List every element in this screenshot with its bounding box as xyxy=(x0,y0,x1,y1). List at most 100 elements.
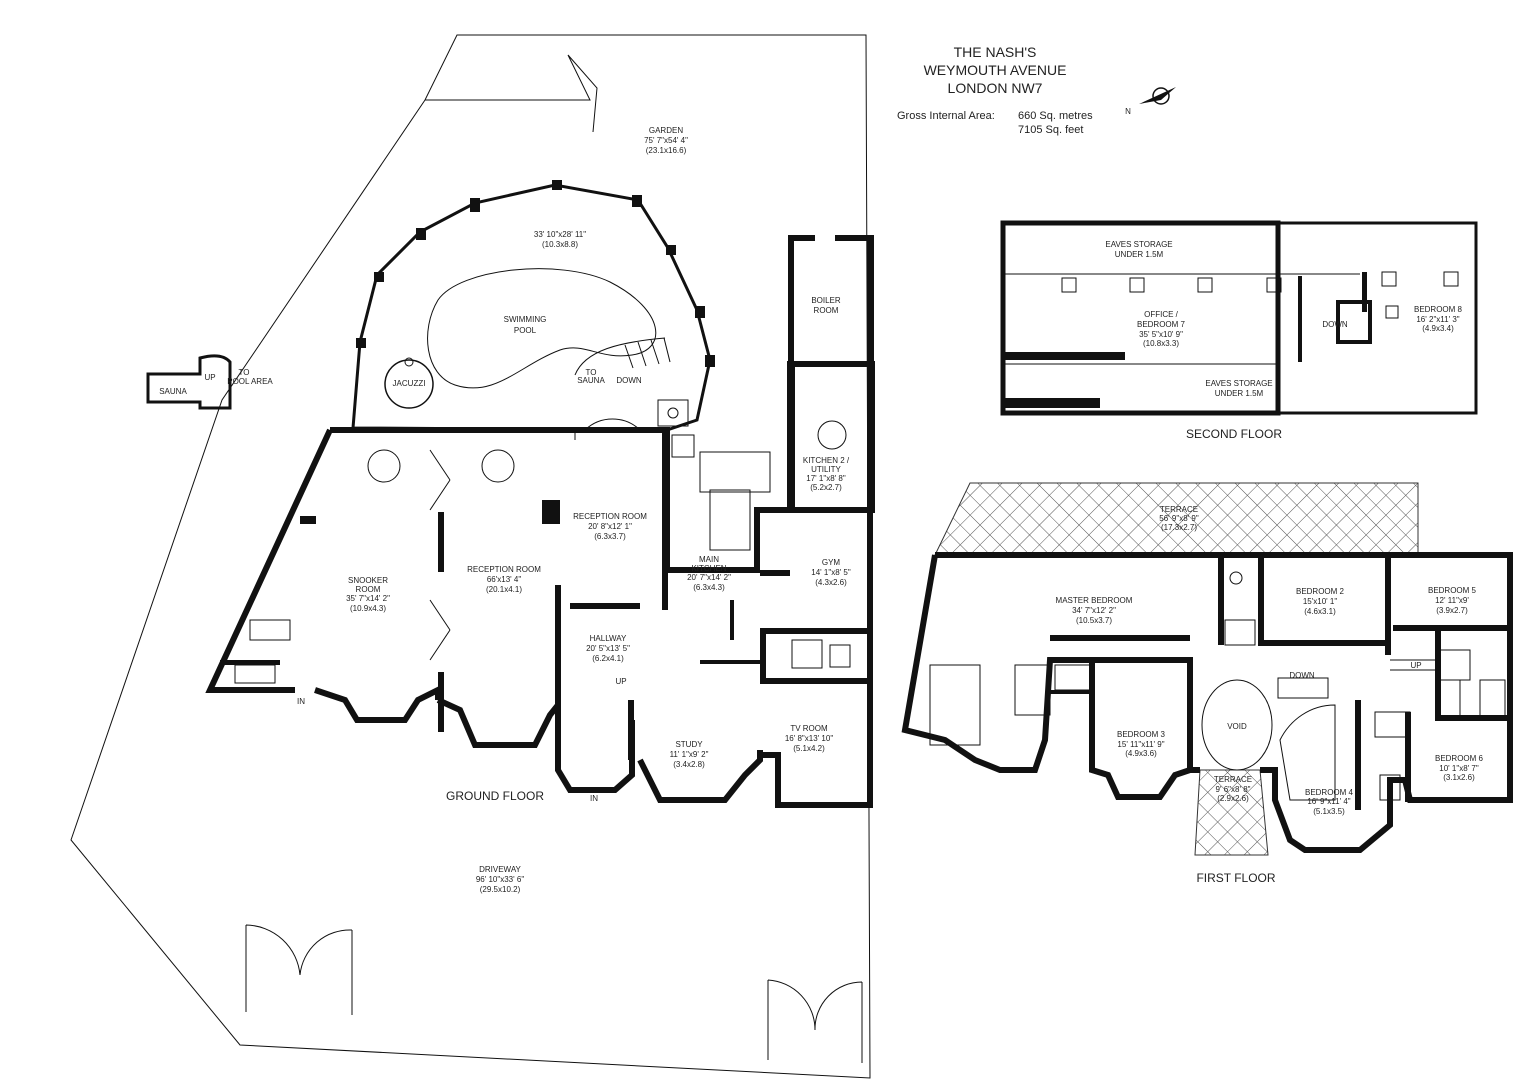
kitchen2-dims-metric: (5.2x2.7) xyxy=(810,483,842,492)
main-house-outer-wall xyxy=(330,361,793,573)
pool-label-2: POOL xyxy=(514,326,537,335)
first-floor-up-label: UP xyxy=(1410,661,1421,670)
tv-dims-metric: (5.1x4.2) xyxy=(793,744,825,753)
pool-steps: TO SAUNA DOWN xyxy=(574,337,671,385)
interior-fittings xyxy=(234,418,851,684)
tv-room-wall xyxy=(760,238,873,808)
terrace-label: TERRACE xyxy=(1160,505,1198,514)
snooker-bay-wall xyxy=(314,685,441,723)
reception-small-dims-metric: (6.3x3.7) xyxy=(594,532,626,541)
eaves-bottom-note: UNDER 1.5M xyxy=(1215,389,1264,398)
jacuzzi-label: JACUZZI xyxy=(393,379,426,388)
snooker-dims-metric: (10.9x4.3) xyxy=(350,604,386,613)
study-label: STUDY xyxy=(675,740,703,749)
tv-label: TV ROOM xyxy=(790,724,828,733)
reception-small-dims-imperial: 20' 8"x12' 1" xyxy=(588,522,632,531)
to-pool-label-1: TO xyxy=(239,368,250,377)
to-sauna-label-2: SAUNA xyxy=(577,376,605,385)
bedroom8-dims-metric: (4.9x3.4) xyxy=(1422,324,1454,333)
title-line-1: THE NASH'S xyxy=(954,44,1037,60)
kitchen2-label-1: KITCHEN 2 / xyxy=(803,456,850,465)
gym-label: GYM xyxy=(822,558,841,567)
interior-walls xyxy=(220,430,870,760)
office-dims-imperial: 35' 5"x10' 9" xyxy=(1139,330,1183,339)
study-bay-wall xyxy=(637,750,763,803)
main-kitchen-dims-imperial: 20' 7"x14' 2" xyxy=(687,573,731,582)
kitchen-2-utility: KITCHEN 2 / UTILITY 17' 1"x8' 8" (5.2x2.… xyxy=(789,361,875,513)
bedroom6-dims-imperial: 10' 1"x8' 7" xyxy=(1439,764,1479,773)
eaves-top-note: UNDER 1.5M xyxy=(1115,250,1164,259)
pool-shower xyxy=(657,399,689,427)
office-label-2: BEDROOM 7 xyxy=(1137,320,1186,329)
compass-north-label: N xyxy=(1125,107,1131,116)
garden-boundary-break xyxy=(425,54,598,133)
compass-icon: N xyxy=(1125,87,1176,116)
kitchen2-label-2: UTILITY xyxy=(811,465,841,474)
office-dims-metric: (10.8x3.3) xyxy=(1143,339,1179,348)
reception-big-dims-metric: (20.1x4.1) xyxy=(486,585,522,594)
bedroom3-bay-wall xyxy=(1089,660,1191,800)
driveway: DRIVEWAY 96' 10"x33' 6" (29.5x10.2) xyxy=(476,865,524,894)
master-bedroom-label: MASTER BEDROOM xyxy=(1056,596,1133,605)
first-floor-outer-wall xyxy=(935,552,1513,853)
main-house-west-wall xyxy=(205,428,333,693)
master-bedroom-dims-imperial: 34' 7"x12' 2" xyxy=(1072,606,1116,615)
boiler-label-1: BOILER xyxy=(811,296,841,305)
hallway-label: HALLWAY xyxy=(590,634,627,643)
first-floor-interior-walls xyxy=(1050,555,1510,810)
hallway-dims-imperial: 20' 5"x13' 5" xyxy=(586,644,630,653)
terrace-dims-imperial: 56' 9"x8' 9" xyxy=(1159,514,1199,523)
boiler-room: BOILER ROOM xyxy=(788,234,874,367)
bedroom2-dims-metric: (4.6x3.1) xyxy=(1304,607,1336,616)
bedroom8-dims-imperial: 16' 2"x11' 3" xyxy=(1416,315,1459,324)
bedroom5-label: BEDROOM 5 xyxy=(1428,586,1477,595)
first-floor-outer-wall-west xyxy=(901,554,1200,773)
gia-label: Gross Internal Area: xyxy=(897,110,995,122)
reception-bay-wall xyxy=(436,697,561,748)
main-kitchen-label-2: KITCHEN xyxy=(691,564,726,573)
bedroom3-dims-metric: (4.9x3.6) xyxy=(1125,749,1157,758)
pool-house-outline xyxy=(351,183,712,432)
terrace-dims-metric: (17.3x2.7) xyxy=(1161,523,1197,532)
second-floor-title: SECOND FLOOR xyxy=(1186,427,1282,441)
driveway-label: DRIVEWAY xyxy=(479,865,521,874)
void-label: VOID xyxy=(1227,722,1247,731)
kitchen2-dims-imperial: 17' 1"x8' 8" xyxy=(806,474,846,483)
pool-dims-metric: (10.3x8.8) xyxy=(542,240,578,249)
side-entrance-label: IN xyxy=(297,697,305,706)
pool-house-windows xyxy=(356,180,715,367)
office-label-1: OFFICE / xyxy=(1144,310,1179,319)
title-line-3: LONDON NW7 xyxy=(948,80,1043,96)
first-floor-title: FIRST FLOOR xyxy=(1196,871,1275,885)
snooker-label-2: ROOM xyxy=(356,585,381,594)
reception-big-label: RECEPTION ROOM xyxy=(467,565,541,574)
eaves-top-label: EAVES STORAGE xyxy=(1105,240,1172,249)
reception-small-label: RECEPTION ROOM xyxy=(573,512,647,521)
sauna: SAUNA UP TO POOL AREA xyxy=(146,354,273,410)
sauna-up-label: UP xyxy=(204,373,215,382)
bedroom8-label: BEDROOM 8 xyxy=(1414,305,1463,314)
snooker-dims-imperial: 35' 7"x14' 2" xyxy=(346,594,390,603)
driveway-dims-imperial: 96' 10"x33' 6" xyxy=(476,875,524,884)
to-pool-label-2: POOL AREA xyxy=(227,377,273,386)
study-dims-imperial: 11' 1"x9' 2" xyxy=(670,750,709,759)
room-snooker: SNOOKER ROOM 35' 7"x14' 2" (10.9x4.3) xyxy=(346,576,390,613)
small-terrace-dims-imperial: 9' 6"x8' 8" xyxy=(1216,785,1251,794)
first-floor-plan: TERRACE 56' 9"x8' 9" (17.3x2.7) xyxy=(901,482,1513,856)
sauna-label: SAUNA xyxy=(159,387,187,396)
to-sauna-label-1: TO xyxy=(586,368,597,377)
driveway-dims-metric: (29.5x10.2) xyxy=(480,885,521,894)
swimming-pool: SWIMMING POOL 33' 10"x28' 11" (10.3x8.8) xyxy=(427,230,657,389)
room-hallway: HALLWAY 20' 5"x13' 5" (6.2x4.1) UP xyxy=(586,634,630,686)
pool-dims-imperial: 33' 10"x28' 11" xyxy=(534,230,586,239)
front-porch-wall xyxy=(555,720,635,793)
garden-dims-imperial: 75' 7"x54' 4" xyxy=(644,136,688,145)
tv-dims-imperial: 16' 8"x13' 10" xyxy=(785,734,833,743)
main-kitchen-dims-metric: (6.3x4.3) xyxy=(693,583,725,592)
bedroom4-dims-metric: (5.1x3.5) xyxy=(1313,807,1345,816)
room-gym: GYM 14' 1"x8' 5" (4.3x2.6) xyxy=(811,558,851,587)
bedroom4-label: BEDROOM 4 xyxy=(1305,788,1354,797)
room-study: STUDY 11' 1"x9' 2" (3.4x2.8) xyxy=(670,740,709,769)
garden-dims-metric: (23.1x16.6) xyxy=(646,146,687,155)
